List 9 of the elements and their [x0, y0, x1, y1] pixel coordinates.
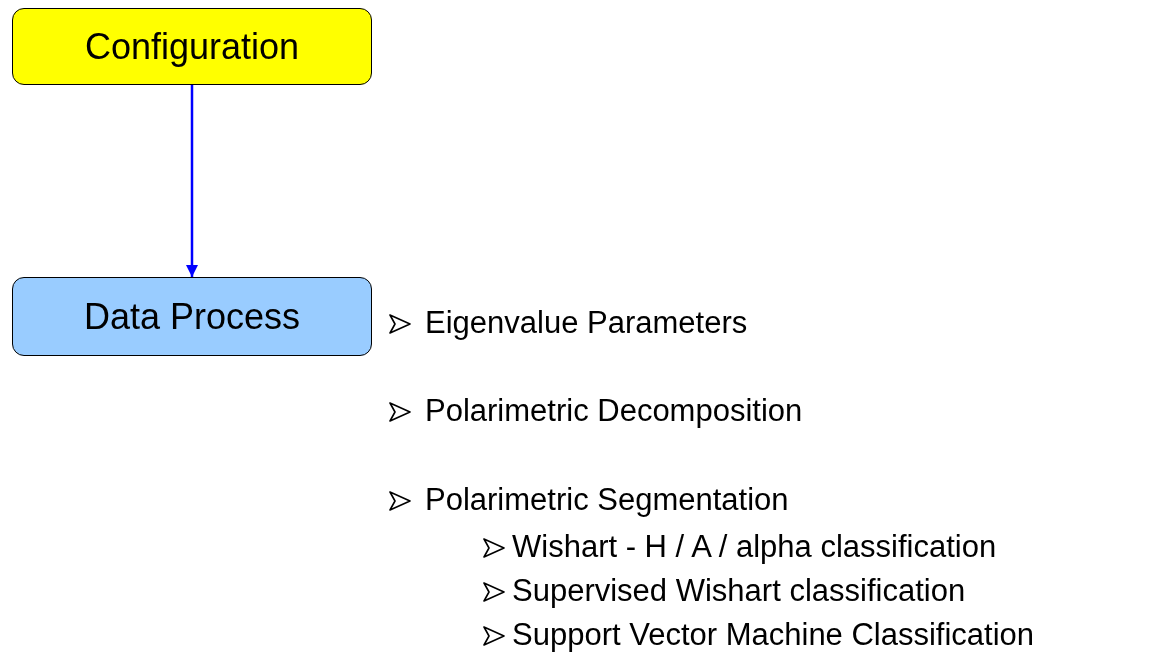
list-item-text: Supervised Wishart classification — [512, 573, 966, 609]
list-item-text: Wishart - H / A / alpha classification — [512, 529, 997, 565]
process-box: Configuration — [12, 8, 372, 85]
list-item-text: Support Vector Machine Classification — [512, 617, 1035, 653]
list-item-text: Polarimetric Decomposition — [425, 393, 803, 429]
list-item-text: Eigenvalue Parameters — [425, 305, 748, 341]
list-item-text: Polarimetric Segmentation — [425, 482, 789, 518]
process-box: Data Process — [12, 277, 372, 356]
arrow — [185, 85, 199, 277]
